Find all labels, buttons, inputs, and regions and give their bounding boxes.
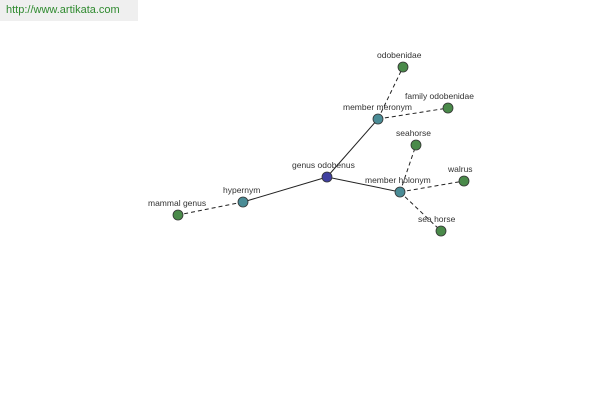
- node-circle-seahorse[interactable]: [410, 139, 422, 151]
- node-label-walrus[interactable]: walrus: [447, 164, 473, 174]
- edge-member-holonym-to-sea-horse: [399, 191, 442, 232]
- node-circle-family-odobenidae[interactable]: [442, 102, 454, 114]
- edge-genus-odobenus-to-member-meronym: [326, 118, 379, 178]
- node-label-member-holonym[interactable]: member holonym: [365, 175, 431, 185]
- node-member-meronym[interactable]: member meronym: [343, 102, 412, 125]
- node-genus-odobenus[interactable]: genus odobenus: [292, 160, 355, 183]
- artikata-url-link[interactable]: http://www.artikata.com: [6, 4, 120, 16]
- edge-genus-odobenus-to-hypernym: [242, 176, 328, 203]
- edge-member-holonym-to-walrus: [399, 180, 465, 193]
- edge-genus-odobenus-to-member-holonym: [326, 176, 401, 193]
- url-banner: http://www.artikata.com: [0, 0, 138, 21]
- node-circle-odobenidae[interactable]: [397, 61, 409, 73]
- node-family-odobenidae[interactable]: family odobenidae: [405, 91, 474, 114]
- node-label-hypernym[interactable]: hypernym: [223, 185, 260, 195]
- node-circle-walrus[interactable]: [458, 175, 470, 187]
- node-circle-genus-odobenus[interactable]: [321, 171, 333, 183]
- node-label-sea-horse[interactable]: sea horse: [418, 214, 456, 224]
- edge-member-meronym-to-odobenidae: [377, 66, 404, 120]
- node-circle-hypernym[interactable]: [237, 196, 249, 208]
- node-label-mammal-genus[interactable]: mammal genus: [148, 198, 206, 208]
- node-label-seahorse[interactable]: seahorse: [396, 128, 431, 138]
- node-member-holonym[interactable]: member holonym: [365, 175, 431, 198]
- node-hypernym[interactable]: hypernym: [223, 185, 260, 208]
- node-walrus[interactable]: walrus: [447, 164, 473, 187]
- node-circle-member-meronym[interactable]: [372, 113, 384, 125]
- node-label-member-meronym[interactable]: member meronym: [343, 102, 412, 112]
- node-label-genus-odobenus[interactable]: genus odobenus: [292, 160, 355, 170]
- node-seahorse[interactable]: seahorse: [396, 128, 431, 151]
- node-mammal-genus[interactable]: mammal genus: [148, 198, 206, 221]
- edge-member-holonym-to-seahorse: [399, 144, 417, 193]
- node-odobenidae[interactable]: odobenidae: [377, 50, 422, 73]
- node-circle-sea-horse[interactable]: [435, 225, 447, 237]
- node-label-family-odobenidae[interactable]: family odobenidae: [405, 91, 474, 101]
- edge-member-meronym-to-family-odobenidae: [377, 107, 449, 120]
- node-sea-horse[interactable]: sea horse: [418, 214, 456, 237]
- node-circle-member-holonym[interactable]: [394, 186, 406, 198]
- nodes-layer: genus odobenus hypernym mammal genus member…: [148, 50, 474, 237]
- edges-layer: [177, 66, 465, 232]
- node-label-odobenidae[interactable]: odobenidae: [377, 50, 422, 60]
- node-circle-mammal-genus[interactable]: [172, 209, 184, 221]
